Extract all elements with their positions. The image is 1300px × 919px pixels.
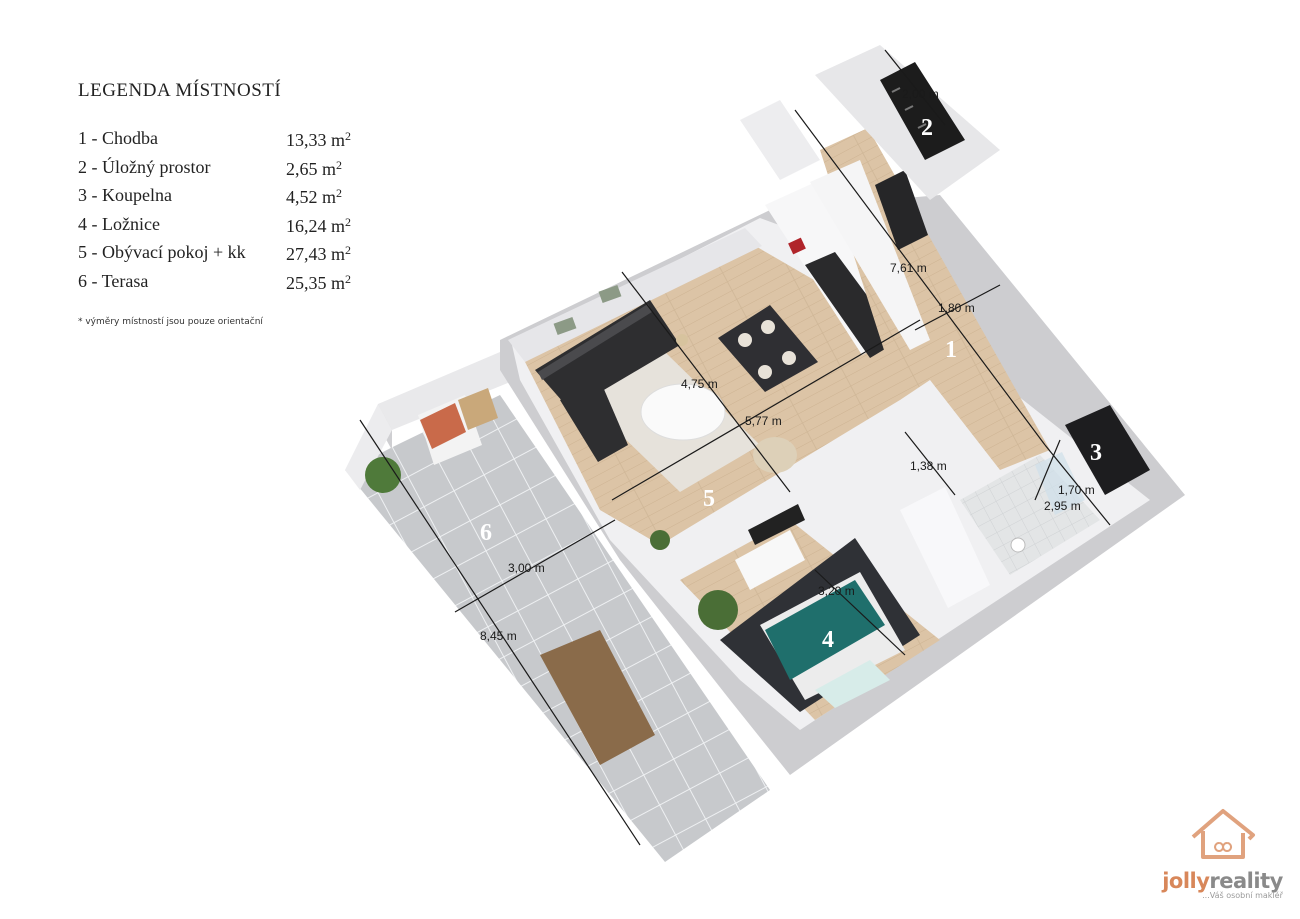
corridor [810, 128, 1050, 470]
house-logo-icon [1191, 809, 1255, 859]
room-label: 2 - Úložný prostor [78, 156, 211, 177]
storage-room [740, 45, 1000, 200]
room-area: 13,33 m2 [286, 129, 352, 150]
room-area: 27,43 m2 [286, 243, 352, 265]
room-number-1: 1 [945, 337, 957, 363]
room-area: 2,65 m2 [286, 157, 343, 179]
legend-row: 1 - Chodba 13,33 m2 [78, 124, 351, 153]
legend-row: 3 - Koupelna 4,52 m2 [78, 181, 351, 210]
dim-bedroom: 3,20 m [818, 584, 855, 598]
room-label: 3 - Koupelna [78, 185, 172, 206]
room-label: 4 - Ložnice [78, 213, 160, 234]
potted-plant [698, 590, 738, 630]
living-room [508, 228, 935, 545]
legend-note: * výměry místností jsou pouze orientační [78, 316, 263, 327]
wardrobe [875, 170, 928, 250]
dim-terrace-length: 8,45 m [480, 629, 517, 643]
dim-corridor-length: 7,61 m [890, 261, 927, 275]
dim-storage: 2,00 m [902, 87, 939, 101]
floor-lamp [676, 334, 688, 346]
room-number-3: 3 [1090, 440, 1102, 466]
dim-living-depth: 4,75 m [681, 377, 718, 391]
potted-plant [365, 457, 401, 493]
legend-table: 1 - Chodba 13,33 m2 2 - Úložný prostor 2… [78, 124, 351, 296]
room-area: 16,24 m2 [286, 214, 352, 236]
room-label: 1 - Chodba [78, 128, 158, 148]
room-number-2: 2 [921, 115, 933, 141]
dimension-lines [359, 49, 1111, 846]
dim-bath-width: 1,70 m [1058, 483, 1095, 497]
legend-row: 6 - Terasa 25,35 m2 [78, 267, 351, 296]
tv [748, 504, 805, 545]
coffee-table [640, 383, 726, 441]
room-area: 4,52 m2 [286, 186, 343, 208]
brand-logo: jollyreality ...Váš osobní makléř [1150, 805, 1295, 900]
bathroom [960, 405, 1150, 575]
room-legend: LEGENDA MÍSTNOSTÍ 1 - Chodba 13,33 m2 2 … [78, 80, 351, 327]
sofa [535, 300, 680, 462]
bedroom [680, 487, 990, 720]
terrace-table [540, 630, 655, 765]
room-label: 6 - Terasa [78, 270, 149, 291]
brand-name: jollyreality [1162, 869, 1283, 893]
potted-plant [650, 530, 670, 550]
armchair [753, 437, 797, 473]
terrace [345, 352, 770, 862]
terrace-furniture [365, 388, 738, 765]
bedroom-wardrobe [900, 487, 990, 608]
legend-row: 4 - Ložnice 16,24 m2 [78, 210, 351, 239]
bed-cover [765, 580, 885, 680]
dim-living-width: 5,77 m [745, 414, 782, 428]
room-area: 25,35 m2 [286, 271, 352, 293]
dim-passage: 1,38 m [910, 459, 947, 473]
dim-terrace-width: 3,00 m [508, 561, 545, 575]
dim-corridor-width: 1,80 m [938, 301, 975, 315]
room-number-4: 4 [822, 627, 834, 653]
brand-tagline: ...Váš osobní makléř [1202, 891, 1283, 900]
room-number-5: 5 [703, 486, 715, 512]
tv-cabinet [735, 530, 805, 590]
dim-bath-length: 2,95 m [1044, 499, 1081, 513]
room-label: 5 - Obývací pokoj + kk [78, 242, 246, 263]
legend-row: 2 - Úložný prostor 2,65 m2 [78, 153, 351, 182]
room-number-6: 6 [480, 520, 492, 546]
legend-title: LEGENDA MÍSTNOSTÍ [78, 80, 282, 101]
dining-table [718, 305, 818, 392]
wall-picture [553, 316, 577, 336]
wall-picture [598, 284, 622, 304]
legend-row: 5 - Obývací pokoj + kk 27,43 m2 [78, 238, 351, 267]
grill [420, 403, 466, 449]
